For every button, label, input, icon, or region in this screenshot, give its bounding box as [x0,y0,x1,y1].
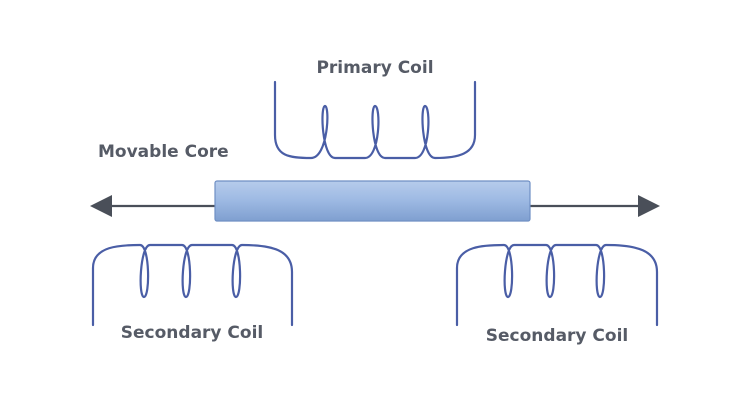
primary-coil-label: Primary Coil [316,58,433,78]
right-arrowhead-icon [638,195,660,217]
left-arrowhead-icon [90,195,112,217]
movable-core-rod [214,180,531,222]
primary-coil [273,80,477,160]
secondary-coil-right [455,243,659,327]
secondary-coil-right-label: Secondary Coil [486,326,628,346]
secondary-coil-left-label: Secondary Coil [121,323,263,343]
secondary-coil-left [91,243,294,327]
movable-core-label: Movable Core [98,142,229,162]
